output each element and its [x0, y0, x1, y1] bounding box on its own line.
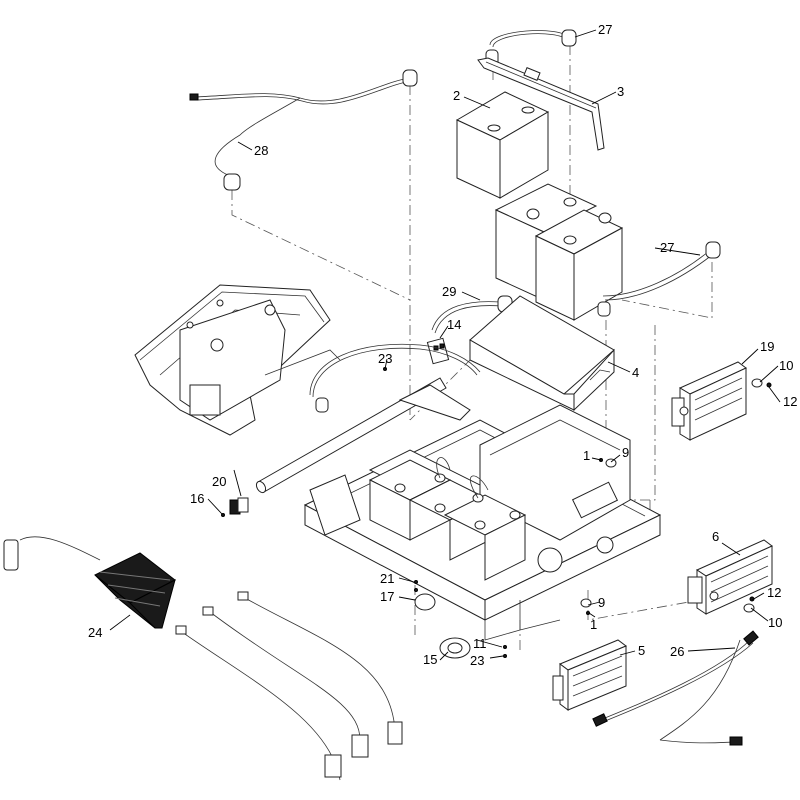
connector-harness-29	[426, 295, 513, 365]
module-5	[552, 639, 628, 711]
cable-23-upper	[309, 343, 481, 413]
battery-cable-27-top	[485, 29, 577, 67]
callout-17: 17	[380, 589, 394, 604]
callout-10-upper: 10	[779, 358, 793, 373]
cable-26	[592, 630, 759, 746]
callout-16: 16	[190, 491, 204, 506]
callout-29: 29	[442, 284, 456, 299]
callout-19: 19	[760, 339, 774, 354]
callout-6: 6	[712, 529, 719, 544]
callout-23-upper: 23	[378, 351, 392, 366]
callout-26: 26	[670, 644, 684, 659]
battery-pair-lower	[494, 183, 624, 321]
callout-2: 2	[453, 88, 460, 103]
callout-1-lower: 1	[590, 617, 597, 632]
battery-2	[455, 91, 550, 199]
callout-21: 21	[380, 571, 394, 586]
callout-5: 5	[638, 643, 645, 658]
seat-frame	[134, 284, 341, 436]
callout-27-top: 27	[598, 22, 612, 37]
callout-9-lower: 9	[598, 595, 605, 610]
callout-4: 4	[632, 365, 639, 380]
callout-20: 20	[212, 474, 226, 489]
wire-harness-28	[189, 69, 418, 191]
charger-24	[3, 536, 176, 629]
callout-1-upper: 1	[583, 448, 590, 463]
callout-28: 28	[254, 143, 268, 158]
callout-27-right: 27	[660, 240, 674, 255]
power-cords	[175, 591, 403, 781]
callout-23-lower: 23	[470, 653, 484, 668]
battery-hold-down-3	[477, 57, 605, 151]
small-parts	[221, 367, 772, 659]
callout-washer-15: 15	[423, 652, 437, 667]
callout-3: 3	[617, 84, 624, 99]
leader-lines	[109, 29, 781, 661]
chassis-batteries	[368, 457, 527, 581]
callout-14: 14	[447, 317, 461, 332]
battery-cable-27-right	[597, 241, 721, 317]
callout-labels: 2 3 27 27 28 29 14 4 23 19 10 12 1 9 20 …	[88, 22, 797, 668]
callout-9-upper: 9	[622, 445, 629, 460]
controller-19	[671, 361, 747, 441]
callout-24: 24	[88, 625, 102, 640]
callout-12-upper: 12	[783, 394, 797, 409]
callout-10-lower: 10	[768, 615, 782, 630]
axle-tube	[255, 377, 447, 494]
controller-6	[687, 539, 773, 615]
callout-12-lower: 12	[767, 585, 781, 600]
callout-11: 11	[473, 636, 487, 651]
battery-tray-4	[469, 295, 615, 412]
